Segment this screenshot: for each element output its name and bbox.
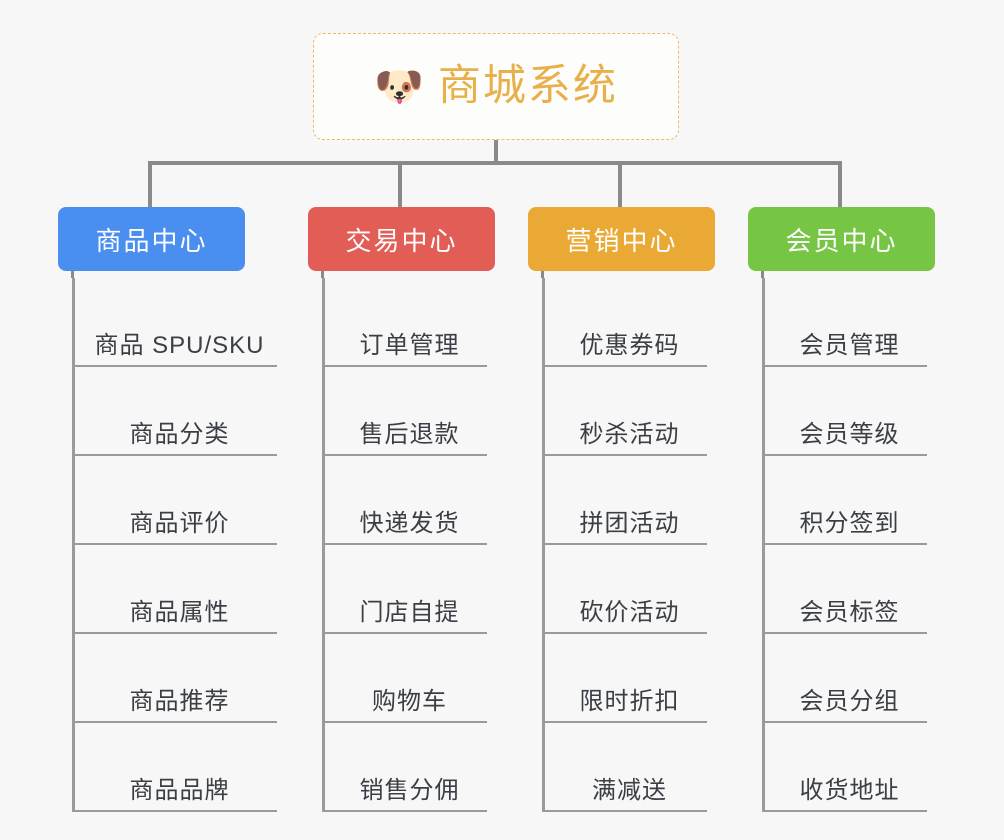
category-stem-line-marketing-center [541, 271, 544, 278]
leaf-spine-product-center [72, 278, 75, 812]
leaf-item[interactable]: 会员管理 [762, 278, 927, 367]
category-stem-line-trade-center [321, 271, 324, 278]
leaf-spine-marketing-center [542, 278, 545, 812]
leaf-item-label: 商品属性 [129, 598, 230, 626]
category-header-member-center[interactable]: 会员中心 [748, 207, 935, 271]
leaf-item[interactable]: 商品评价 [72, 456, 277, 545]
leaf-item[interactable]: 收货地址 [762, 723, 927, 812]
category-stem-line-member-center [761, 271, 764, 278]
category-stem-line-product-center [71, 271, 74, 278]
leaf-item[interactable]: 拼团活动 [542, 456, 707, 545]
leaf-item[interactable]: 砍价活动 [542, 545, 707, 634]
category-header-label: 会员中心 [785, 225, 898, 256]
leaf-item-label: 满减送 [592, 776, 667, 804]
leaf-item-label: 商品评价 [129, 509, 230, 537]
leaf-item[interactable]: 商品推荐 [72, 634, 277, 723]
category-header-product-center[interactable]: 商品中心 [58, 207, 245, 271]
leaf-item-label: 销售分佣 [359, 776, 460, 804]
horizontal-bus-line [148, 161, 842, 165]
leaf-item-label: 商品分类 [129, 420, 230, 448]
leaf-item[interactable]: 门店自提 [322, 545, 487, 634]
leaf-item[interactable]: 限时折扣 [542, 634, 707, 723]
leaf-item[interactable]: 商品 SPU/SKU [72, 278, 277, 367]
leaf-item-label: 砍价活动 [579, 598, 680, 626]
leaf-item-label: 会员标签 [799, 598, 900, 626]
root-node[interactable]: 🐶 商城系统 [313, 33, 679, 140]
leaf-item-label: 拼团活动 [579, 509, 680, 537]
leaf-item-label: 门店自提 [359, 598, 460, 626]
branch-drop-line-2 [618, 161, 622, 207]
leaf-spine-trade-center [322, 278, 325, 812]
category-header-marketing-center[interactable]: 营销中心 [528, 207, 715, 271]
leaf-item[interactable]: 购物车 [322, 634, 487, 723]
leaf-item[interactable]: 积分签到 [762, 456, 927, 545]
leaf-item[interactable]: 快递发货 [322, 456, 487, 545]
leaf-item[interactable]: 满减送 [542, 723, 707, 812]
leaf-item-label: 商品 SPU/SKU [94, 331, 265, 359]
leaf-item[interactable]: 售后退款 [322, 367, 487, 456]
leaf-item-label: 商品品牌 [129, 776, 230, 804]
leaf-item-label: 购物车 [372, 687, 447, 715]
leaf-item[interactable]: 订单管理 [322, 278, 487, 367]
leaf-item[interactable]: 会员等级 [762, 367, 927, 456]
leaf-item[interactable]: 商品分类 [72, 367, 277, 456]
leaf-item-label: 积分签到 [799, 509, 900, 537]
leaf-item[interactable]: 商品品牌 [72, 723, 277, 812]
leaf-item-label: 优惠券码 [579, 331, 680, 359]
leaf-item[interactable]: 销售分佣 [322, 723, 487, 812]
leaf-column-member-center: 会员管理会员等级积分签到会员标签会员分组收货地址 [762, 278, 927, 812]
branch-drop-line-0 [148, 161, 152, 207]
leaf-item[interactable]: 秒杀活动 [542, 367, 707, 456]
root-stem-line [494, 140, 498, 161]
leaf-item-label: 限时折扣 [579, 687, 680, 715]
leaf-item-label: 会员分组 [799, 687, 900, 715]
leaf-item[interactable]: 会员分组 [762, 634, 927, 723]
branch-drop-line-3 [838, 161, 842, 207]
category-header-label: 营销中心 [565, 225, 678, 256]
branch-drop-line-1 [398, 161, 402, 207]
category-header-label: 商品中心 [95, 225, 208, 256]
leaf-column-product-center: 商品 SPU/SKU 商品分类商品评价商品属性商品推荐商品品牌 [72, 278, 277, 812]
leaf-item-label: 售后退款 [359, 420, 460, 448]
category-header-label: 交易中心 [345, 225, 458, 256]
category-header-trade-center[interactable]: 交易中心 [308, 207, 495, 271]
shiba-dog-icon: 🐶 [374, 64, 424, 109]
leaf-item-label: 快递发货 [359, 509, 460, 537]
leaf-spine-member-center [762, 278, 765, 812]
leaf-item[interactable]: 商品属性 [72, 545, 277, 634]
leaf-item-label: 订单管理 [359, 331, 460, 359]
leaf-item-label: 会员等级 [799, 420, 900, 448]
leaf-item-label: 会员管理 [799, 331, 900, 359]
leaf-item[interactable]: 优惠券码 [542, 278, 707, 367]
leaf-item-label: 秒杀活动 [579, 420, 680, 448]
leaf-column-marketing-center: 优惠券码秒杀活动拼团活动砍价活动限时折扣满减送 [542, 278, 707, 812]
leaf-item-label: 收货地址 [799, 776, 900, 804]
root-title: 商城系统 [437, 62, 618, 110]
leaf-column-trade-center: 订单管理售后退款快递发货门店自提购物车销售分佣 [322, 278, 487, 812]
leaf-item[interactable]: 会员标签 [762, 545, 927, 634]
leaf-item-label: 商品推荐 [129, 687, 230, 715]
